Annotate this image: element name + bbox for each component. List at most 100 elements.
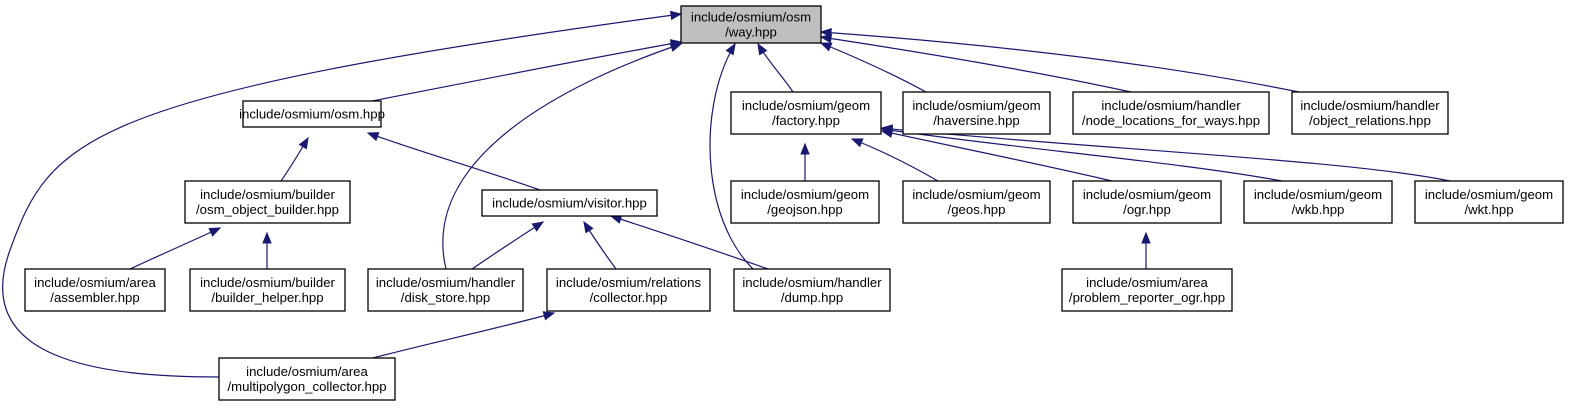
edge-line xyxy=(442,43,682,270)
node-collector[interactable]: include/osmium/relations/collector.hpp xyxy=(546,268,711,312)
node-box xyxy=(1072,91,1270,135)
arrowhead xyxy=(757,42,768,56)
edge-line xyxy=(820,31,1300,93)
node-visitor[interactable]: include/osmium/visitor.hpp xyxy=(481,189,658,217)
edge-line xyxy=(881,127,1451,182)
node-nlfw[interactable]: include/osmium/handler/node_locations_fo… xyxy=(1072,91,1270,135)
edge-oob-to-osm xyxy=(280,136,309,182)
node-box xyxy=(902,180,1051,224)
node-box xyxy=(184,180,351,224)
edge-line xyxy=(610,215,769,270)
node-label-line: /object_relations.hpp xyxy=(1309,113,1431,128)
node-label-line: /disk_store.hpp xyxy=(401,290,490,305)
node-label-line: /osm_object_builder.hpp xyxy=(196,202,339,217)
node-box xyxy=(1243,180,1393,224)
nodes-layer: include/osmium/osm/way.hppinclude/osmium… xyxy=(24,5,1564,401)
node-box xyxy=(902,91,1051,135)
node-assembler[interactable]: include/osmium/area/assembler.hpp xyxy=(24,268,166,312)
edge-line xyxy=(709,43,773,285)
node-box xyxy=(24,268,166,312)
arrowhead xyxy=(850,138,864,148)
node-label-line: include/osmium/relations xyxy=(556,275,702,290)
node-label-line: include/osmium/area xyxy=(34,275,156,290)
node-label-line: include/osmium/osm xyxy=(691,10,811,25)
edge-osm-to-way xyxy=(371,39,683,102)
node-label-line: include/osmium/geom xyxy=(1254,187,1382,202)
node-label-line: include/osmium/handler xyxy=(376,275,516,290)
node-label-line: include/osmium/osm.hpp xyxy=(239,107,385,122)
edge-geos-to-factory xyxy=(850,138,939,182)
edge-ogr-to-factory xyxy=(880,128,1113,182)
edge-visitor-to-osm xyxy=(366,132,541,191)
node-osm[interactable]: include/osmium/osm.hpp xyxy=(239,100,385,128)
node-label-line: include/osmium/geom xyxy=(1083,187,1211,202)
edge-line xyxy=(820,42,927,93)
edge-factory-to-way xyxy=(757,42,794,93)
node-label-line: include/osmium/geom xyxy=(742,98,870,113)
edge-geojson-to-factory xyxy=(800,142,810,181)
edge-line xyxy=(367,132,541,191)
edge-nlfw-to-way xyxy=(819,33,1132,93)
node-mpc[interactable]: include/osmium/area/multipolygon_collect… xyxy=(218,357,396,401)
edge-probrep-to-ogr xyxy=(1141,231,1151,270)
arrowhead xyxy=(800,142,810,155)
node-box xyxy=(546,268,711,312)
edge-diskstore-to-way xyxy=(442,42,683,270)
node-box xyxy=(1291,91,1449,135)
edges-layer xyxy=(2,10,1451,378)
node-dump[interactable]: include/osmium/handler/dump.hpp xyxy=(733,268,891,312)
node-label-line: include/osmium/geom xyxy=(912,187,1040,202)
node-label-line: /collector.hpp xyxy=(590,290,668,305)
edge-line xyxy=(471,221,544,270)
arrowhead xyxy=(819,33,833,44)
arrowhead xyxy=(669,42,683,52)
node-label-line: include/osmium/visitor.hpp xyxy=(492,196,647,211)
node-box xyxy=(481,189,658,217)
edge-line xyxy=(881,130,1113,182)
node-label-line: include/osmium/handler xyxy=(1300,98,1440,113)
node-box xyxy=(189,268,346,312)
node-label-line: include/osmium/handler xyxy=(1101,98,1241,113)
arrowhead xyxy=(208,227,222,237)
arrowhead xyxy=(725,42,736,56)
arrowhead xyxy=(1141,231,1151,244)
node-label-line: /wkb.hpp xyxy=(1292,202,1345,217)
node-factory[interactable]: include/osmium/geom/factory.hpp xyxy=(730,91,882,135)
edge-mpc-to-collector xyxy=(372,311,556,359)
edge-line xyxy=(820,36,1132,93)
node-label-line: include/osmium/geom xyxy=(1425,187,1553,202)
node-label-line: include/osmium/builder xyxy=(200,275,335,290)
node-objrel[interactable]: include/osmium/handler/object_relations.… xyxy=(1291,91,1449,135)
arrowhead xyxy=(531,221,545,232)
node-label-line: include/osmium/handler xyxy=(742,275,882,290)
node-geos[interactable]: include/osmium/geom/geos.hpp xyxy=(902,180,1051,224)
edge-assembler-to-oob xyxy=(129,227,222,270)
edge-collector-to-visitor xyxy=(583,220,617,270)
node-label-line: include/osmium/area xyxy=(246,364,368,379)
node-wkb[interactable]: include/osmium/geom/wkb.hpp xyxy=(1243,180,1393,224)
node-label-line: include/osmium/geom xyxy=(912,98,1040,113)
edge-line xyxy=(372,312,555,359)
node-probrep[interactable]: include/osmium/area/problem_reporter_ogr… xyxy=(1061,268,1233,312)
node-box xyxy=(680,5,822,44)
node-haversine[interactable]: include/osmium/geom/haversine.hpp xyxy=(902,91,1051,135)
node-ogr[interactable]: include/osmium/geom/ogr.hpp xyxy=(1072,180,1222,224)
node-oob[interactable]: include/osmium/builder/osm_object_builde… xyxy=(184,180,351,224)
arrowhead xyxy=(819,27,832,38)
node-diskstore[interactable]: include/osmium/handler/disk_store.hpp xyxy=(367,268,524,312)
edge-line xyxy=(881,128,1283,182)
node-geojson[interactable]: include/osmium/geom/geojson.hpp xyxy=(730,180,880,224)
node-label-line: /builder_helper.hpp xyxy=(211,290,323,305)
node-bhelper[interactable]: include/osmium/builder/builder_helper.hp… xyxy=(189,268,346,312)
node-way: include/osmium/osm/way.hpp xyxy=(680,5,822,44)
arrowhead xyxy=(583,220,594,234)
edge-diskstore-to-visitor xyxy=(471,221,545,270)
node-wkt[interactable]: include/osmium/geom/wkt.hpp xyxy=(1414,180,1564,224)
node-box xyxy=(367,268,524,312)
node-label-line: /geos.hpp xyxy=(948,202,1006,217)
edge-line xyxy=(851,138,939,182)
edge-line xyxy=(129,227,221,270)
node-label-line: /geojson.hpp xyxy=(767,202,843,217)
